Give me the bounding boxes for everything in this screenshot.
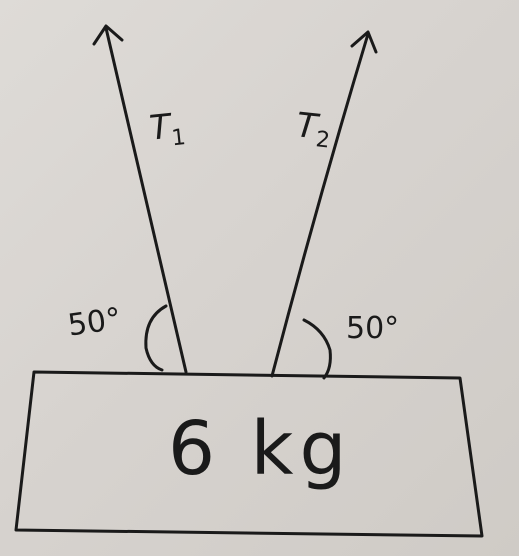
angle-label-left: 50°: [65, 301, 124, 344]
arrowhead-t2: [350, 30, 378, 54]
arrowhead-t1: [92, 24, 124, 46]
angle-arc-left: [144, 304, 168, 372]
tension-vector-t2: [270, 32, 370, 378]
tension-subscript-t2: 2: [314, 127, 332, 154]
tension-vector-t1: [104, 26, 188, 374]
tension-subscript-t1: 1: [170, 124, 187, 152]
tension-label-t1: T1: [147, 106, 187, 152]
tension-label-t2: T2: [294, 105, 333, 154]
angle-arc-right: [302, 318, 332, 380]
mass-block: [14, 370, 484, 538]
tension-symbol-t1: T: [147, 106, 173, 149]
angle-label-right: 50°: [346, 311, 400, 346]
block-mass-label: 6 kg: [168, 406, 353, 492]
